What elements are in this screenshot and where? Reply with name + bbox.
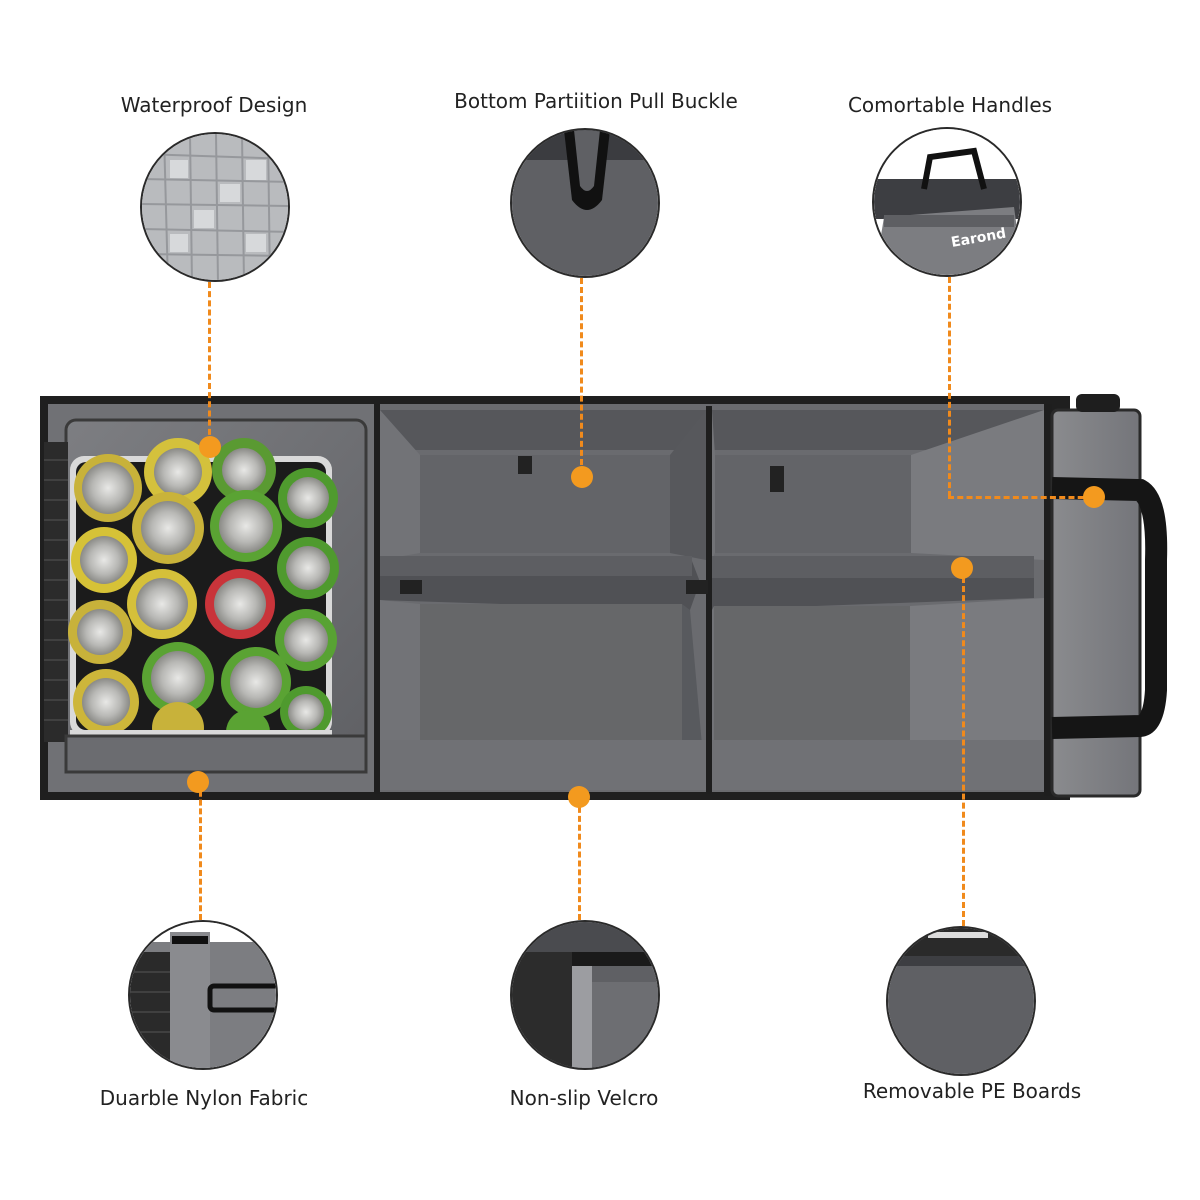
board-icon bbox=[886, 926, 1036, 1076]
label-nylon-fabric: Duarble Nylon Fabric bbox=[99, 1086, 309, 1110]
label-non-slip-velcro: Non-slip Velcro bbox=[509, 1086, 659, 1110]
foil-texture-icon bbox=[140, 132, 290, 282]
leader-line-pe-boards bbox=[962, 568, 965, 926]
cans-group bbox=[68, 438, 339, 754]
leader-line-handles-horizontal bbox=[948, 496, 1093, 499]
leader-line-nylon bbox=[199, 782, 202, 920]
leader-line-handles bbox=[948, 277, 951, 497]
callout-dot-pe-boards bbox=[951, 557, 973, 579]
label-waterproof-design: Waterproof Design bbox=[120, 93, 308, 117]
callout-dot-nylon bbox=[187, 771, 209, 793]
label-partition-pull-buckle: Bottom Partiition Pull Buckle bbox=[454, 89, 738, 113]
callout-dot-waterproof bbox=[199, 436, 221, 458]
leader-line-buckle bbox=[580, 278, 583, 474]
callout-dot-handles bbox=[1083, 486, 1105, 508]
fabric-pocket-icon bbox=[128, 920, 278, 1070]
leader-line-waterproof bbox=[208, 282, 211, 444]
callout-dot-buckle bbox=[571, 466, 593, 488]
leader-line-velcro bbox=[578, 798, 581, 920]
callout-dot-velcro bbox=[568, 786, 590, 808]
velcro-icon bbox=[510, 920, 660, 1070]
handle-icon: Earond bbox=[872, 127, 1022, 277]
label-comfortable-handles: Comortable Handles bbox=[847, 93, 1053, 117]
pull-strap-icon bbox=[510, 128, 660, 278]
label-removable-pe-boards: Removable PE Boards bbox=[862, 1079, 1082, 1103]
